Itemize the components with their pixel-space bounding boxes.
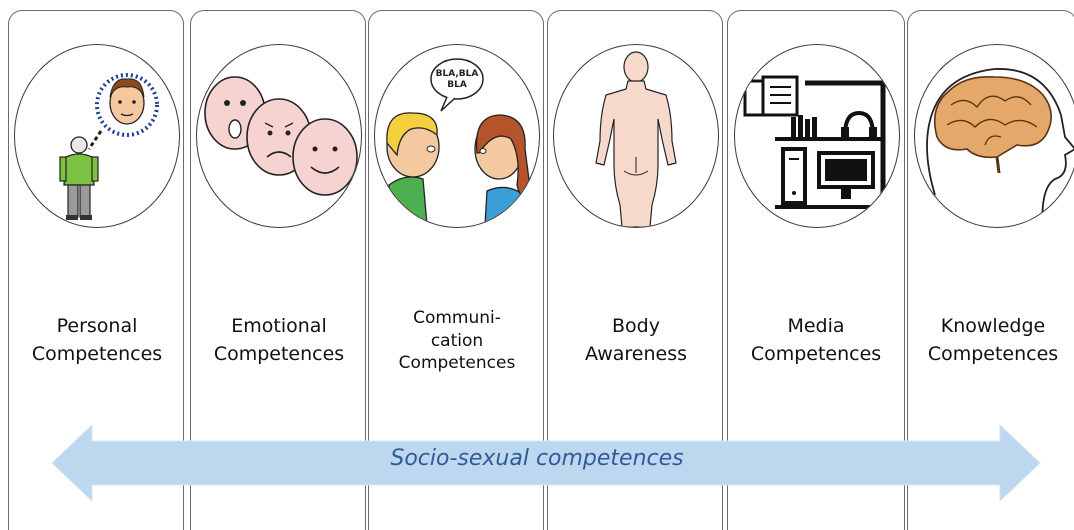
- double-arrow: [51, 423, 1041, 503]
- media-shelf-icon: [743, 75, 886, 215]
- circle-body: [553, 44, 719, 228]
- label-knowledge: Knowledge Competences: [908, 291, 1074, 391]
- circle-knowledge: [914, 44, 1074, 228]
- circle-media: [734, 44, 900, 228]
- circle-personal: [14, 44, 180, 228]
- label-line: Communi-: [413, 307, 501, 328]
- label-line: Knowledge: [940, 315, 1046, 338]
- label-line: Competences: [927, 343, 1059, 365]
- label-line: Competences: [750, 343, 882, 365]
- person-thinking-face-icon: [59, 73, 159, 220]
- label-line: Emotional: [231, 315, 327, 338]
- speech-bubble-line: BLA,BLA: [436, 69, 479, 79]
- label-line: Body: [612, 315, 660, 338]
- speech-bubble-line: BLA: [447, 80, 467, 90]
- label-line: Competences: [213, 343, 345, 365]
- body-back-icon: [595, 51, 677, 227]
- label-emotional: Emotional Competences: [191, 291, 367, 391]
- double-arrow-shape: [51, 423, 1041, 503]
- circle-emotional: [196, 44, 362, 228]
- circle-communication: BLA,BLA BLA: [374, 44, 540, 228]
- label-line: Competences: [31, 343, 163, 365]
- label-body: Body Awareness: [548, 291, 724, 391]
- label-personal: Personal Competences: [9, 291, 185, 391]
- label-media: Media Competences: [728, 291, 904, 391]
- label-line: Personal: [56, 315, 138, 338]
- conversation-icon: BLA,BLA BLA: [386, 58, 532, 226]
- arrow-label: Socio-sexual competences: [390, 446, 684, 471]
- panel-media: Media Competences: [727, 10, 905, 530]
- label-line: Media: [787, 315, 845, 338]
- label-line: cation: [430, 330, 484, 351]
- label-line: Awareness: [584, 343, 688, 365]
- label-line: Competences: [398, 353, 516, 374]
- label-communication: Communi- cation Competences: [369, 291, 545, 391]
- brain-head-icon: [926, 68, 1074, 227]
- emotion-faces-icon: [204, 76, 358, 196]
